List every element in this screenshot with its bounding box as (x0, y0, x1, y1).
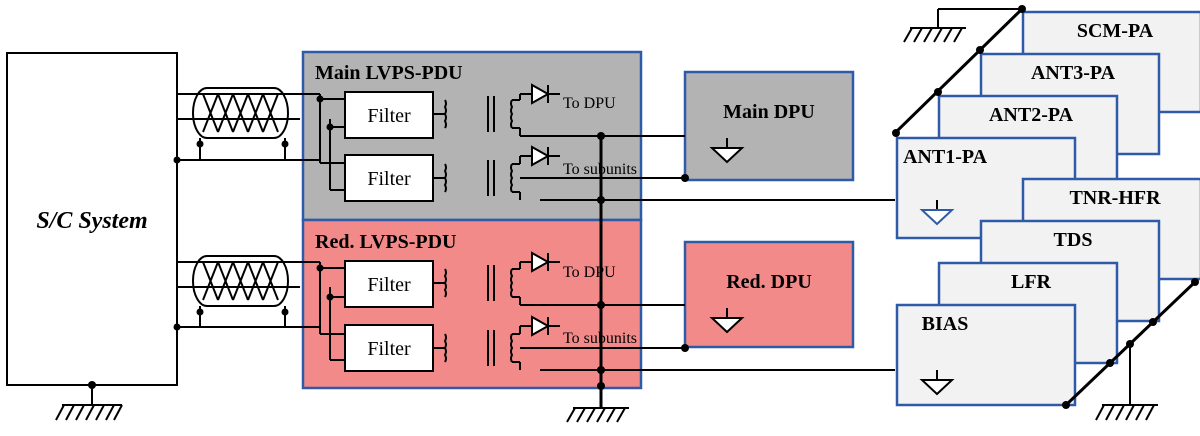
transformer-main-2 (433, 145, 560, 200)
ground-triangle-bias (919, 370, 955, 396)
filter-label: Filter (367, 274, 411, 296)
subunit-label: LFR (1011, 271, 1052, 293)
subunit-label: TDS (1054, 229, 1093, 251)
filter-label: Filter (367, 168, 411, 190)
ground-triangle-main-dpu (709, 138, 745, 164)
ground-triangle-red-dpu (709, 308, 745, 334)
filter-label: Filter (367, 105, 411, 127)
filter-red-1: Filter (344, 260, 434, 308)
filter-label: Filter (367, 338, 411, 360)
transformer-main-1 (433, 83, 560, 136)
main-dpu-label: Main DPU (723, 101, 815, 123)
filter-main-2: Filter (344, 154, 434, 202)
subunit-label: ANT1-PA (903, 146, 988, 168)
red-dpu-box (683, 240, 855, 349)
output-wiring (520, 132, 895, 408)
subunit-box-bias: BIAS (895, 303, 1077, 407)
ground-symbol-sc (55, 381, 123, 421)
main-dpu-box (683, 70, 855, 182)
ground-bus-lower (1062, 278, 1199, 421)
ground-bus-upper (892, 5, 1026, 137)
subunit-label: BIAS (922, 313, 969, 335)
to-dpu-label-main: To DPU (563, 95, 616, 112)
twisted-pair-main (173, 87, 320, 164)
transformer-red-1 (433, 251, 560, 305)
subunit-label: ANT2-PA (989, 104, 1074, 126)
subunit-label: SCM-PA (1077, 20, 1154, 42)
red-input-bus (316, 262, 345, 361)
ground-triangle-ant1 (919, 200, 955, 226)
filter-red-2: Filter (344, 324, 434, 372)
subunit-label: TNR-HFR (1069, 187, 1161, 209)
ground-symbol-center (566, 407, 629, 423)
twisted-pair-red (173, 255, 320, 331)
sc-system-box (6, 52, 178, 386)
red-dpu-label: Red. DPU (726, 271, 812, 293)
to-dpu-label-red: To DPU (563, 264, 616, 281)
main-input-bus (316, 94, 345, 191)
red-lvps-pdu-label: Red. LVPS-PDU (315, 231, 457, 253)
subunit-label: ANT3-PA (1031, 62, 1116, 84)
transformer-red-2 (433, 315, 560, 370)
sc-system-label: S/C System (36, 208, 147, 234)
filter-main-1: Filter (344, 91, 434, 139)
main-lvps-pdu-label: Main LVPS-PDU (315, 62, 463, 84)
transformers (433, 83, 560, 370)
